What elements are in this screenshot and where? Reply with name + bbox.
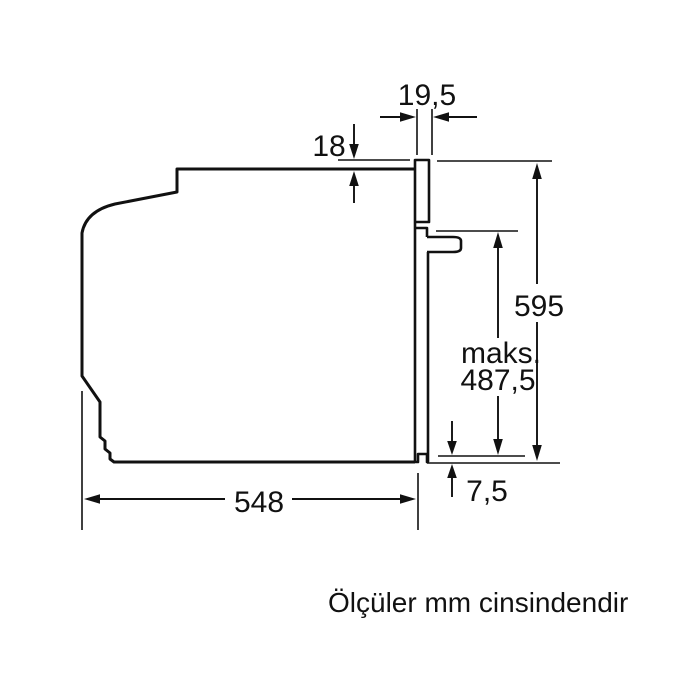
arrow-up-icon xyxy=(349,171,359,186)
arrow-right-icon xyxy=(400,112,416,122)
dim-top-recess: 18 xyxy=(312,124,410,203)
dim-label-door-max-value: 487,5 xyxy=(460,364,535,397)
arrow-up-icon xyxy=(493,232,503,248)
dim-niche-height: 595 xyxy=(427,160,564,464)
door-top-edge xyxy=(416,226,429,237)
dim-label-top-recess: 18 xyxy=(312,130,345,163)
arrow-down-icon xyxy=(493,439,503,455)
arrow-down-icon xyxy=(447,441,457,455)
arrow-up-icon xyxy=(447,464,457,478)
units-caption: Ölçüler mm cinsindendir xyxy=(328,587,628,618)
dim-front-panel-depth: 19,5 xyxy=(380,79,477,155)
dim-label-bottom-clearance: 7,5 xyxy=(466,475,508,508)
door-handle xyxy=(427,235,463,254)
arrow-down-icon xyxy=(349,144,359,159)
dim-body-depth: 548 xyxy=(81,391,419,530)
oven-body-outline xyxy=(80,167,415,464)
dim-label-niche-height: 595 xyxy=(514,290,564,323)
extension-lines-595 xyxy=(427,160,560,464)
arrow-up-icon xyxy=(532,163,542,179)
dim-label-body-depth: 548 xyxy=(234,486,284,519)
dim-label-front-panel-depth: 19,5 xyxy=(398,79,456,112)
dim-label-door-max-prefix: maks. xyxy=(461,337,541,370)
arrow-right-icon xyxy=(400,494,416,504)
fascia-outline xyxy=(413,158,431,463)
arrow-left-icon xyxy=(433,112,449,122)
door-panel xyxy=(413,158,463,464)
extension-lines-19-5 xyxy=(416,109,433,155)
extension-lines-548 xyxy=(81,391,419,530)
dim-bottom-clearance: 7,5 xyxy=(447,421,508,508)
arrow-down-icon xyxy=(532,445,542,461)
extension-lines-487-5 xyxy=(436,230,525,457)
oven-body xyxy=(80,167,415,464)
dim-door-max: maks. 487,5 xyxy=(436,230,541,457)
door-bottom-edge xyxy=(415,452,429,464)
arrow-left-icon xyxy=(84,494,100,504)
